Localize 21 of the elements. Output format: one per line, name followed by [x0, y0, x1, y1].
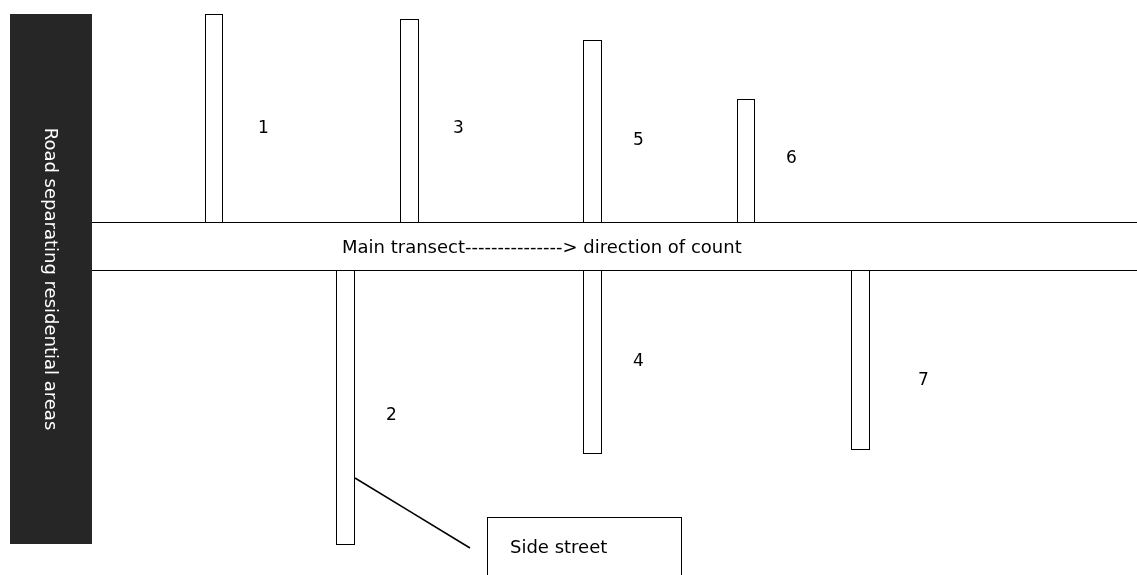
side-street-bar: [737, 99, 755, 223]
street-number: 2: [386, 404, 397, 424]
leader-line: [354, 477, 471, 549]
side-street-bar: [205, 14, 223, 223]
side-street-bar: [583, 40, 602, 223]
road-band: [10, 14, 92, 544]
box-label: Side street: [510, 536, 608, 557]
street-number: 6: [786, 147, 797, 167]
street-number: 4: [633, 350, 644, 370]
street-number: 1: [258, 117, 269, 137]
transect-label: Main transect---------------> direction of count: [342, 236, 742, 257]
side-street-bar: [583, 270, 602, 454]
street-number: 5: [633, 129, 644, 149]
road-label: Road separating residential areas: [40, 127, 62, 431]
side-street-bar: [851, 270, 870, 450]
street-number: 3: [453, 117, 464, 137]
street-number: 7: [918, 369, 929, 389]
side-street-bar: [336, 270, 355, 545]
side-street-bar: [400, 19, 419, 223]
transect-band: [92, 222, 1137, 271]
label-box: [487, 517, 682, 575]
